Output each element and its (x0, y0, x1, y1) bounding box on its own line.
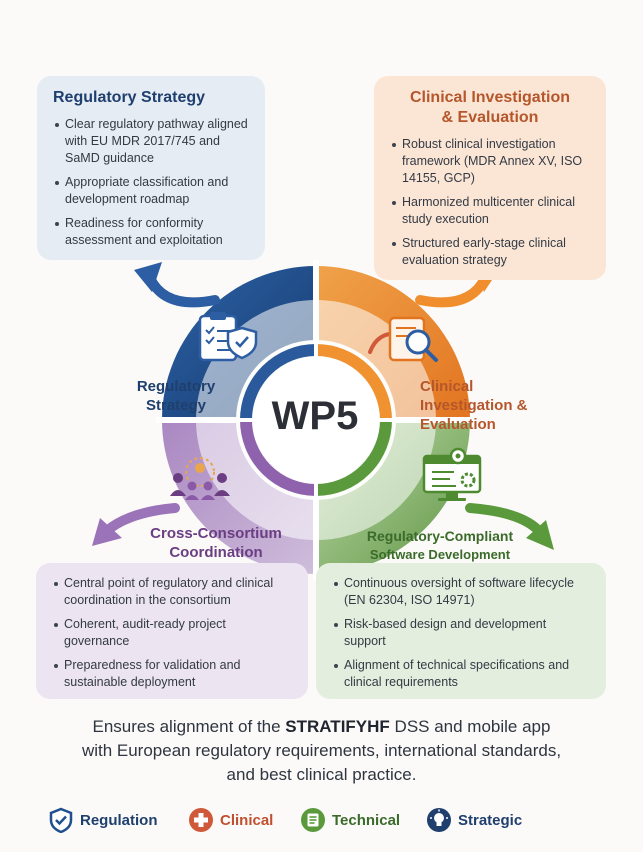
arrow-up-right (415, 273, 490, 308)
list-item: Coherent, audit-ready project governance (54, 616, 292, 650)
list-item: Risk-based design and development suppor… (334, 616, 590, 650)
arrow-up-left (145, 273, 220, 308)
legend-item-clinical: Clinical (188, 806, 273, 834)
legend-item-strategic: Strategic (426, 806, 522, 834)
clipboard-shield-icon (198, 312, 258, 362)
legend-item-technical: Technical (300, 806, 400, 834)
legend-label: Technical (332, 811, 401, 829)
list-item: Structured early-stage clinical evaluati… (392, 235, 590, 269)
bullet-list: Continuous oversight of software lifecyc… (332, 575, 590, 691)
summary-line1-post: DSS and mobile app (389, 717, 551, 736)
segment-label-software: Regulatory-Compliant Software Developmen… (340, 527, 540, 564)
arrow-down-left-head (92, 518, 122, 546)
arrow-up-left-head (134, 262, 162, 292)
segment-label-line: Strategy (145, 397, 207, 414)
legend-label: Clinical (220, 811, 274, 829)
summary-text: Ensures alignment of the STRATIFYHF DSS … (40, 715, 603, 787)
card-title-line: & Evaluation (441, 109, 539, 126)
lightbulb-icon (427, 808, 451, 832)
list-item: Harmonized multicenter clinical study ex… (392, 194, 590, 228)
list-item: Readiness for conformity assessment and … (55, 215, 249, 249)
segment-label-line: Investigation & (420, 397, 528, 414)
legend: Regulation Clinical Technical Strategic (48, 806, 608, 836)
magnifier-document-icon (368, 316, 438, 362)
legend-label: Strategic (458, 811, 523, 829)
software-development-card: Continuous oversight of software lifecyc… (316, 563, 606, 699)
arrow-down-left (103, 503, 180, 535)
segment-label-line: Cross-Consortium (150, 525, 282, 542)
card-title-line: Clinical Investigation (409, 89, 571, 106)
list-item: Appropriate classification and developme… (55, 174, 249, 208)
medical-cross-icon (189, 808, 213, 832)
list-item: Central point of regulatory and clinical… (54, 575, 292, 609)
segment-label-line: Coordination (169, 544, 263, 561)
monitor-gear-icon (422, 447, 482, 501)
list-item: Preparedness for validation and sustaina… (54, 657, 292, 691)
summary-line2: with European regulatory requirements, i… (81, 741, 562, 760)
summary-pre: Ensures alignment of the (92, 717, 286, 736)
bullet-list: Clear regulatory pathway aligned with EU… (53, 116, 249, 249)
shield-check-icon (49, 807, 73, 833)
arrow-down-right-head (526, 520, 554, 550)
summary-line3: and best clinical practice. (226, 765, 417, 784)
list-item: Clear regulatory pathway aligned with EU… (55, 117, 248, 165)
list-item: Alignment of technical specifications an… (334, 657, 590, 691)
segment-label-line: Software Development (369, 547, 511, 562)
coordination-card: Central point of regulatory and clinical… (36, 563, 308, 699)
segment-label-line: Regulatory-Compliant (366, 528, 514, 544)
segment-label-line: Evaluation (420, 416, 496, 433)
list-item: Robust clinical investigation framework … (392, 136, 590, 187)
list-item: Continuous oversight of software lifecyc… (334, 575, 590, 609)
legend-label: Regulation (80, 811, 158, 829)
legend-item-regulation: Regulation (48, 806, 158, 834)
segment-label-coordination: Cross-Consortium Coordination (126, 524, 306, 562)
regulatory-strategy-card: Regulatory Strategy Clear regulatory pat… (37, 76, 265, 260)
segment-label-clinical: Clinical Investigation & Evaluation (420, 377, 560, 434)
card-title: Regulatory Strategy (53, 89, 206, 106)
segment-label-line: Clinical (420, 378, 474, 395)
center-title: WP5 (271, 394, 359, 438)
segment-label-regulatory: Regulatory Strategy (116, 377, 236, 415)
document-icon (301, 808, 325, 832)
brand-name: STRATIFYHF (285, 717, 390, 736)
clinical-investigation-card: Clinical Investigation & Evaluation Robus… (374, 76, 606, 280)
segment-label-line: Regulatory (136, 378, 216, 395)
arrow-down-right (465, 503, 543, 535)
bullet-list: Central point of regulatory and clinical… (52, 575, 292, 691)
bullet-list: Robust clinical investigation framework … (390, 136, 590, 269)
people-network-icon (170, 457, 230, 500)
card-title: Clinical Investigation & Evaluation (390, 88, 590, 128)
